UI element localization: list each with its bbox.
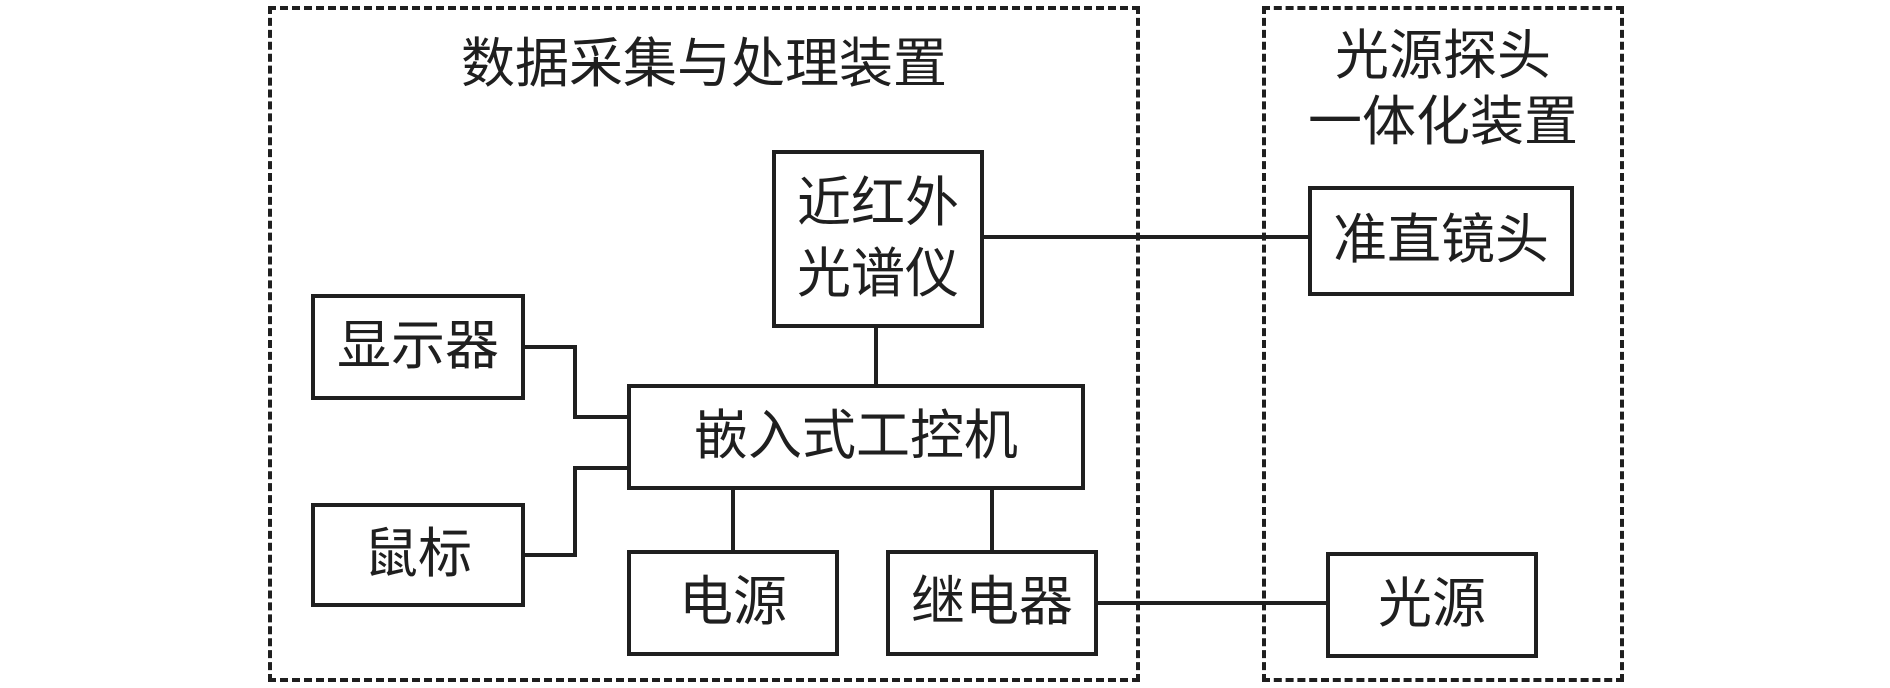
group-light-probe-title-line2: 一体化装置 xyxy=(1308,91,1578,152)
edge-mouse-computer-seg3 xyxy=(573,466,629,470)
node-relay-label: 继电器 xyxy=(911,572,1073,633)
group-light-probe: 光源探头 一体化装置 xyxy=(1262,6,1624,682)
edge-mouse-computer-seg2 xyxy=(573,466,577,557)
group-data-acquisition-title: 数据采集与处理装置 xyxy=(461,34,947,94)
edge-monitor-computer-seg2 xyxy=(573,345,577,419)
node-power: 电源 xyxy=(627,550,839,656)
edge-relay-light-source xyxy=(1096,601,1328,605)
edge-mouse-computer-seg1 xyxy=(525,553,577,557)
node-light-source-label: 光源 xyxy=(1378,574,1486,635)
node-monitor: 显示器 xyxy=(311,294,525,400)
edge-computer-relay xyxy=(990,488,994,552)
edge-monitor-computer-seg3 xyxy=(573,415,629,419)
node-spectrometer-label-line2: 光谱仪 xyxy=(797,244,959,304)
node-relay: 继电器 xyxy=(886,550,1098,656)
node-light-source: 光源 xyxy=(1326,552,1538,658)
node-computer: 嵌入式工控机 xyxy=(627,384,1085,490)
edge-monitor-computer-seg1 xyxy=(525,345,577,349)
edge-spectrometer-collimator xyxy=(984,235,1308,239)
node-collimator: 准直镜头 xyxy=(1308,186,1574,296)
node-collimator-label: 准直镜头 xyxy=(1333,210,1549,271)
node-monitor-label: 显示器 xyxy=(337,316,499,377)
edge-computer-power xyxy=(731,488,735,552)
node-power-label: 电源 xyxy=(679,572,787,633)
group-light-probe-title: 光源探头 一体化装置 xyxy=(1266,10,1620,156)
node-mouse-label: 鼠标 xyxy=(364,524,472,585)
group-light-probe-title-line1: 光源探头 xyxy=(1335,26,1551,86)
node-spectrometer: 近红外 光谱仪 xyxy=(772,150,984,328)
node-computer-label: 嵌入式工控机 xyxy=(694,406,1018,467)
group-data-acquisition: 数据采集与处理装置 xyxy=(268,6,1140,682)
node-spectrometer-label-line1: 近红外 xyxy=(797,172,959,233)
node-mouse: 鼠标 xyxy=(311,503,525,607)
edge-spectrometer-computer xyxy=(874,328,878,386)
